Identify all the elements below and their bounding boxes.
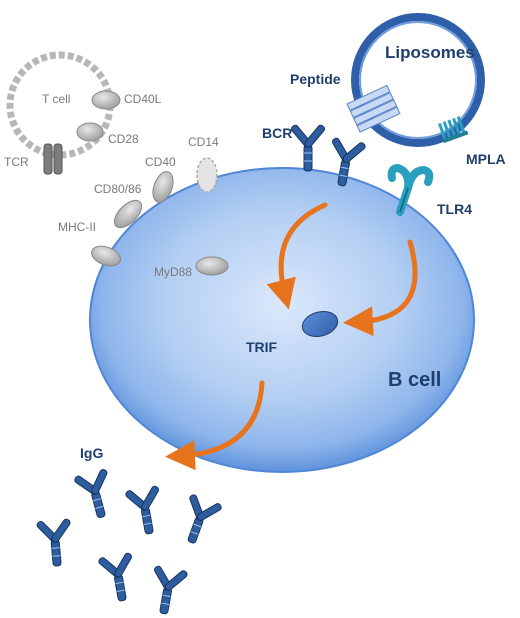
b-cell-body (89, 167, 475, 473)
igg-label: IgG (80, 445, 103, 461)
cd80-86-label: CD80/86 (94, 182, 142, 196)
peptide-label: Peptide (290, 71, 341, 87)
cd40l-label: CD40L (124, 92, 162, 106)
cd80-86-receptor (113, 199, 143, 229)
cd14-label: CD14 (188, 135, 219, 149)
igg-antibody-2 (123, 483, 168, 538)
igg-antibody-5 (96, 550, 141, 605)
mhc-ii-receptor (91, 245, 121, 267)
trif-to-igg-arrow (165, 380, 265, 471)
tcr-receptor (43, 143, 63, 175)
cd40-receptor (152, 171, 174, 203)
cd14-receptor (196, 157, 218, 193)
peptide-molecule (346, 84, 401, 133)
cd40-label: CD40 (145, 155, 176, 169)
mhc-ii-label: MHC-II (58, 220, 96, 234)
cd28-label: CD28 (108, 132, 139, 146)
igg-antibody-1 (71, 466, 120, 523)
trif-protein (301, 311, 339, 337)
trif-label: TRIF (246, 339, 278, 355)
bcr-label: BCR (262, 125, 292, 141)
liposomes-label: Liposomes (385, 43, 475, 62)
tlr4-label: TLR4 (437, 201, 472, 217)
mpla-molecule (438, 116, 469, 144)
cd40l-receptor (91, 90, 121, 110)
tcr-label: TCR (4, 155, 29, 169)
b-cell-label: B cell (388, 369, 441, 391)
myd88-protein (195, 256, 229, 276)
igg-antibody-3 (173, 491, 225, 549)
tlr4-receptor (387, 163, 434, 216)
t-cell-label: T cell (42, 92, 70, 106)
myd88-label: MyD88 (154, 265, 192, 279)
mpla-label: MPLA (466, 151, 506, 167)
bcr-receptor-1 (289, 123, 327, 172)
cd28-receptor (76, 122, 104, 142)
bcr-to-trif-arrow (266, 202, 328, 310)
igg-antibody-6 (145, 563, 190, 618)
tlr4-to-trif-arrow (343, 239, 418, 337)
igg-antibody-4 (35, 517, 76, 568)
